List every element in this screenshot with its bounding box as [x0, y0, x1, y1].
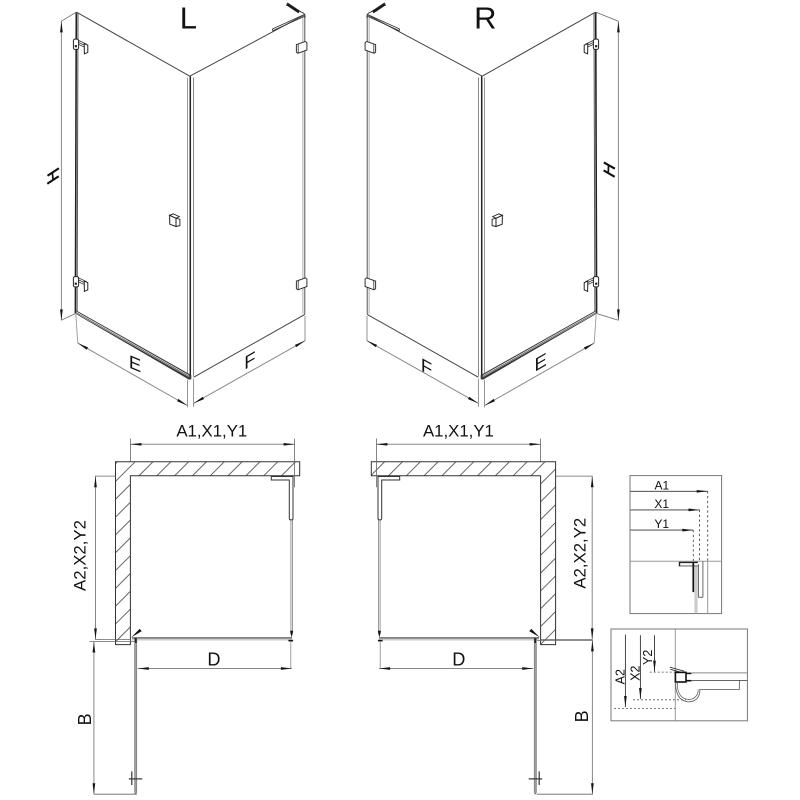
- svg-text:A2: A2: [613, 669, 627, 684]
- svg-text:B: B: [75, 713, 95, 725]
- svg-text:D: D: [207, 649, 220, 669]
- svg-text:A1,X1,Y1: A1,X1,Y1: [176, 422, 247, 441]
- svg-text:Y2: Y2: [641, 650, 655, 665]
- svg-text:A2,X2,Y2: A2,X2,Y2: [71, 520, 90, 591]
- svg-text:E: E: [129, 352, 141, 377]
- svg-text:L: L: [180, 0, 197, 35]
- svg-text:D: D: [452, 649, 465, 669]
- svg-text:X1: X1: [654, 497, 669, 511]
- svg-text:E: E: [535, 349, 547, 376]
- svg-text:A1,X1,Y1: A1,X1,Y1: [423, 422, 494, 441]
- svg-text:F: F: [421, 354, 432, 381]
- svg-text:Y1: Y1: [654, 517, 669, 531]
- svg-text:R: R: [474, 0, 496, 35]
- svg-text:A1: A1: [655, 478, 670, 492]
- svg-text:F: F: [244, 348, 255, 375]
- svg-text:B: B: [572, 710, 592, 722]
- svg-text:X2: X2: [628, 666, 642, 681]
- svg-text:A2,X2,Y2: A2,X2,Y2: [571, 518, 590, 589]
